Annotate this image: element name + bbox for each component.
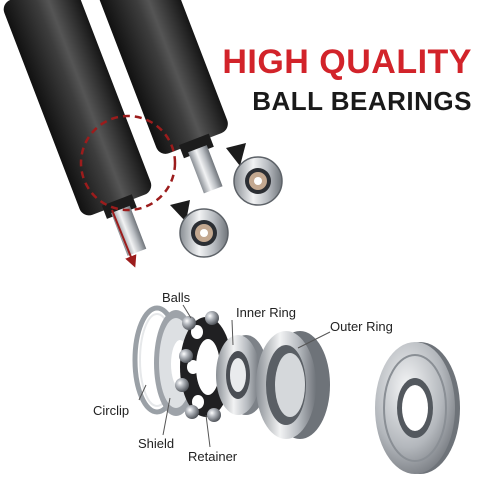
callout-arrow [111,209,137,268]
headline-high-quality: HIGH QUALITY [222,43,472,81]
label-leaders [138,304,331,448]
rope-handle-right [95,0,228,194]
label-inner-ring: Inner Ring [236,305,296,320]
label-circlip: Circlip [93,403,130,418]
callout-circle [79,114,177,268]
swivel-eye-right [226,143,283,206]
label-outer-ring: Outer Ring [330,319,393,334]
headline-ball-bearings: BALL BEARINGS [252,86,472,116]
assembled-bearing [375,342,460,474]
outer-ring [256,331,330,439]
label-retainer: Retainer [188,449,238,464]
swivel-eye-left [170,200,229,258]
label-shield: Shield [138,436,175,451]
rope-handle-left [3,0,152,256]
label-balls: Balls [162,290,191,305]
